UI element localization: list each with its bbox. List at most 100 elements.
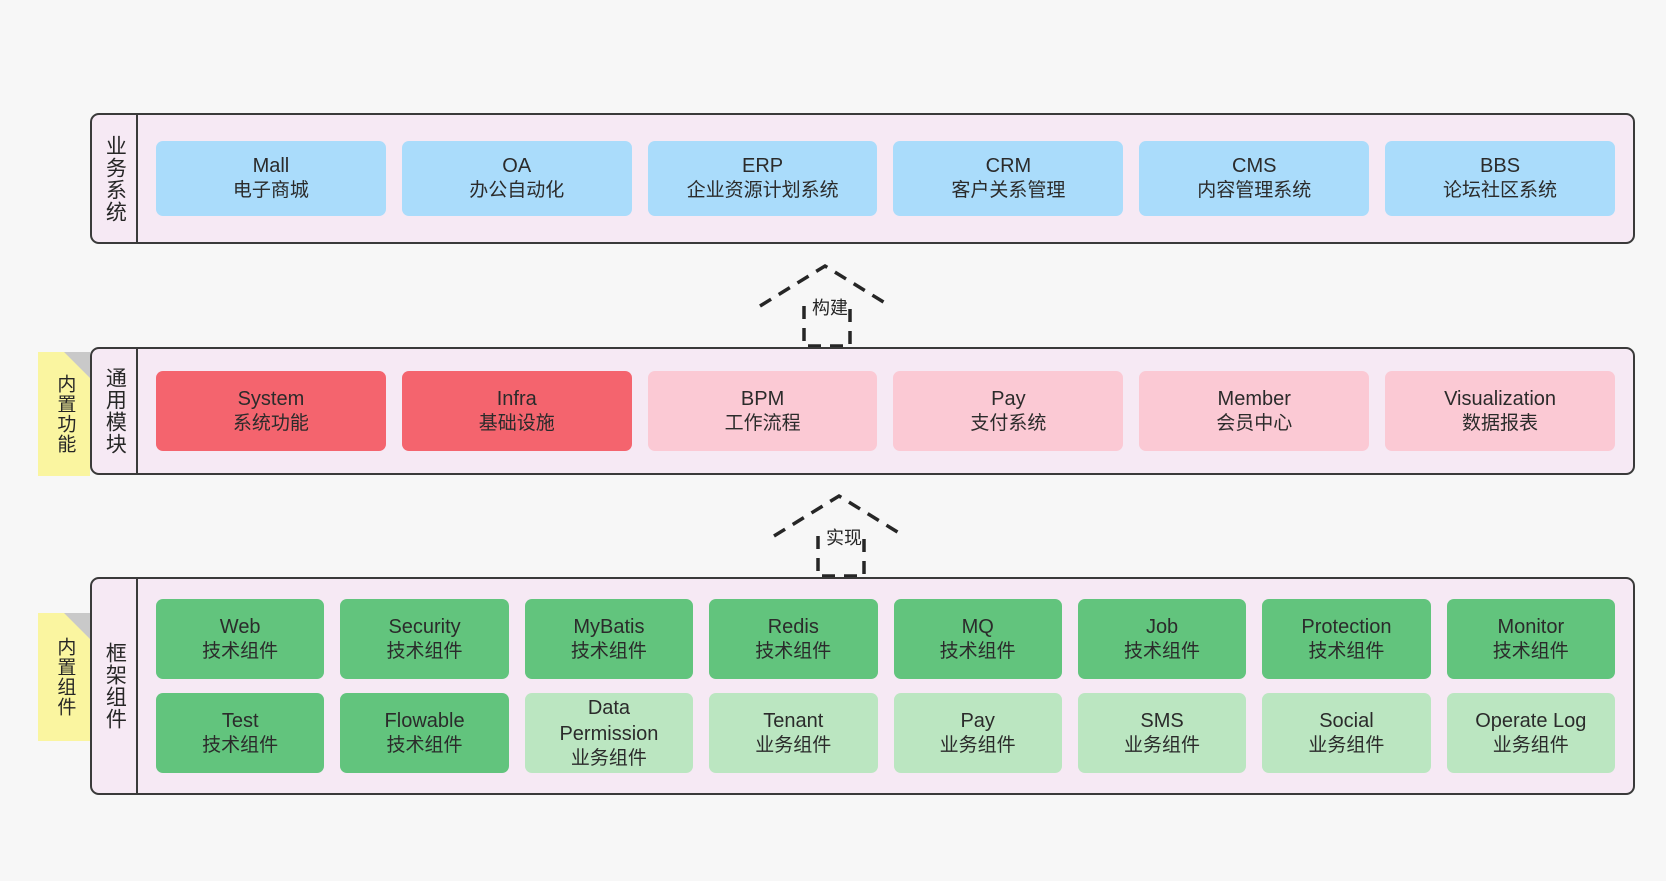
card-crm[interactable]: CRM 客户关系管理 <box>893 141 1124 216</box>
sticky-note-builtin-component: 内置组件 <box>38 613 90 741</box>
card-operate-log[interactable]: Operate Log 业务组件 <box>1446 693 1615 773</box>
card-subtitle: 技术组件 <box>570 640 647 662</box>
connector-implement-label: 实现 <box>826 528 862 548</box>
card-bbs[interactable]: BBS 论坛社区系统 <box>1385 141 1615 216</box>
card-subtitle: 办公自动化 <box>469 180 565 202</box>
framework-card-row-2: Test 技术组件 Flowable 技术组件 Data Permission … <box>156 693 1615 773</box>
card-title: MQ <box>961 615 994 638</box>
card-pay-component[interactable]: Pay 业务组件 <box>893 693 1062 773</box>
card-title: CRM <box>985 155 1032 178</box>
business-layer-label: 业务系统 <box>92 115 138 242</box>
card-subtitle: 内容管理系统 <box>1197 180 1312 202</box>
card-subtitle: 业务组件 <box>1308 734 1385 756</box>
sticky-note-text: 内置组件 <box>54 637 76 717</box>
framework-layer-body: Web 技术组件 Security 技术组件 MyBatis 技术组件 Redi… <box>138 579 1633 793</box>
card-redis[interactable]: Redis 技术组件 <box>709 599 878 679</box>
common-module-layer: 通用模块 System 系统功能 Infra 基础设施 BPM 工作流程 Pay… <box>90 347 1635 475</box>
card-security[interactable]: Security 技术组件 <box>340 599 509 679</box>
module-layer-body: System 系统功能 Infra 基础设施 BPM 工作流程 Pay 支付系统… <box>138 349 1633 473</box>
card-title: Test <box>221 709 259 732</box>
framework-layer-label: 框架组件 <box>92 579 138 793</box>
card-flowable[interactable]: Flowable 技术组件 <box>340 693 509 773</box>
connector-build-label: 构建 <box>812 298 848 318</box>
framework-card-row-1: Web 技术组件 Security 技术组件 MyBatis 技术组件 Redi… <box>156 599 1615 679</box>
framework-component-layer: 框架组件 Web 技术组件 Security 技术组件 MyBatis 技术组件… <box>90 577 1635 795</box>
card-visualization[interactable]: Visualization 数据报表 <box>1385 371 1615 451</box>
card-system[interactable]: System 系统功能 <box>156 371 386 451</box>
card-subtitle: 技术组件 <box>939 640 1016 662</box>
card-subtitle: 技术组件 <box>202 734 279 756</box>
card-title: Redis <box>767 615 819 638</box>
card-title: Pay <box>960 709 995 732</box>
card-title: Web <box>219 615 261 638</box>
card-sms[interactable]: SMS 业务组件 <box>1077 693 1247 773</box>
card-title: Data Permission <box>559 696 659 745</box>
card-subtitle: 客户关系管理 <box>951 180 1066 202</box>
card-subtitle: 数据报表 <box>1462 412 1539 434</box>
module-layer-label: 通用模块 <box>92 349 138 473</box>
card-subtitle: 技术组件 <box>755 640 832 662</box>
card-erp[interactable]: ERP 企业资源计划系统 <box>647 141 878 216</box>
card-subtitle: 技术组件 <box>386 734 463 756</box>
module-card-row: System 系统功能 Infra 基础设施 BPM 工作流程 Pay 支付系统… <box>156 371 1615 451</box>
card-mall[interactable]: Mall 电子商城 <box>156 141 386 216</box>
card-title: Flowable <box>384 709 465 732</box>
card-title: BBS <box>1480 155 1521 178</box>
card-subtitle: 业务组件 <box>755 734 832 756</box>
card-title: System <box>237 387 305 410</box>
card-title: Protection <box>1301 615 1392 638</box>
card-member[interactable]: Member 会员中心 <box>1139 371 1370 451</box>
sticky-note-builtin-function: 内置功能 <box>38 352 90 476</box>
build-arrowhead <box>759 263 891 308</box>
business-system-layer: 业务系统 Mall 电子商城 OA 办公自动化 ERP 企业资源计划系统 CRM… <box>90 113 1635 244</box>
card-title: MyBatis <box>573 615 645 638</box>
card-title: Security <box>388 615 461 638</box>
card-mq[interactable]: MQ 技术组件 <box>893 599 1062 679</box>
card-title: Social <box>1319 709 1374 732</box>
card-title: Monitor <box>1497 615 1565 638</box>
card-title: Pay <box>991 387 1026 410</box>
card-mybatis[interactable]: MyBatis 技术组件 <box>524 599 694 679</box>
card-social[interactable]: Social 业务组件 <box>1262 693 1431 773</box>
card-subtitle: 业务组件 <box>570 747 647 769</box>
card-title: BPM <box>740 387 785 410</box>
business-card-row: Mall 电子商城 OA 办公自动化 ERP 企业资源计划系统 CRM 客户关系… <box>156 141 1615 216</box>
card-infra[interactable]: Infra 基础设施 <box>401 371 632 451</box>
card-title: CMS <box>1232 155 1277 178</box>
card-subtitle: 技术组件 <box>386 640 463 662</box>
card-pay-module[interactable]: Pay 支付系统 <box>893 371 1124 451</box>
card-tenant[interactable]: Tenant 业务组件 <box>709 693 878 773</box>
card-monitor[interactable]: Monitor 技术组件 <box>1446 599 1615 679</box>
card-subtitle: 技术组件 <box>1492 640 1569 662</box>
card-subtitle: 论坛社区系统 <box>1443 180 1558 202</box>
card-title: Visualization <box>1444 387 1557 410</box>
card-subtitle: 企业资源计划系统 <box>686 180 839 202</box>
card-job[interactable]: Job 技术组件 <box>1077 599 1247 679</box>
card-subtitle: 技术组件 <box>1124 640 1201 662</box>
card-subtitle: 电子商城 <box>232 180 309 202</box>
card-title: SMS <box>1140 709 1184 732</box>
card-protection[interactable]: Protection 技术组件 <box>1262 599 1431 679</box>
card-title: Operate Log <box>1475 709 1587 732</box>
card-subtitle: 基础设施 <box>478 412 555 434</box>
card-oa[interactable]: OA 办公自动化 <box>401 141 632 216</box>
card-subtitle: 业务组件 <box>1492 734 1569 756</box>
business-layer-body: Mall 电子商城 OA 办公自动化 ERP 企业资源计划系统 CRM 客户关系… <box>138 115 1633 242</box>
implement-arrowhead <box>773 493 905 538</box>
card-title: Mall <box>252 155 290 178</box>
card-subtitle: 系统功能 <box>232 412 309 434</box>
card-title: Tenant <box>763 709 824 732</box>
card-bpm[interactable]: BPM 工作流程 <box>647 371 878 451</box>
connector-implement: 实现 <box>772 492 922 578</box>
connector-build: 构建 <box>758 262 908 348</box>
card-subtitle: 工作流程 <box>724 412 801 434</box>
sticky-note-text: 内置功能 <box>54 374 76 454</box>
card-subtitle: 业务组件 <box>1124 734 1201 756</box>
card-test[interactable]: Test 技术组件 <box>156 693 325 773</box>
card-web[interactable]: Web 技术组件 <box>156 599 325 679</box>
card-title: Infra <box>496 387 537 410</box>
card-subtitle: 业务组件 <box>939 734 1016 756</box>
card-cms[interactable]: CMS 内容管理系统 <box>1139 141 1370 216</box>
card-data-permission[interactable]: Data Permission 业务组件 <box>524 693 694 773</box>
